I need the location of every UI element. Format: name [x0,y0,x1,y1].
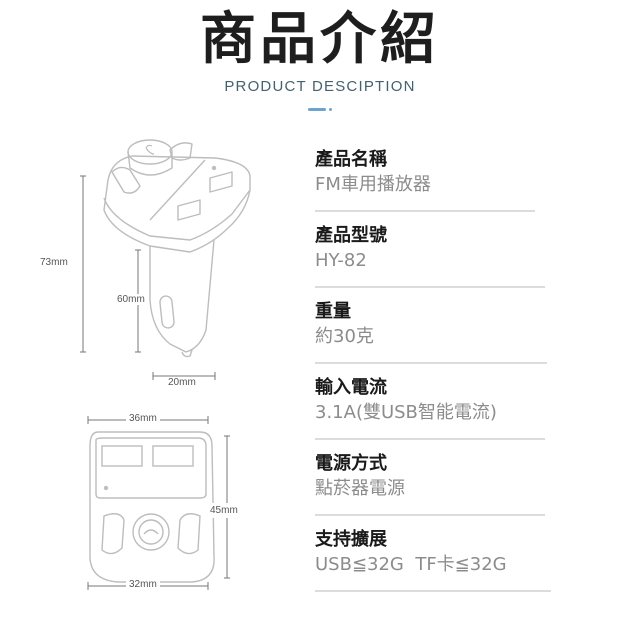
spec-item-name: 產品名稱 FM車用播放器 [315,148,545,224]
divider [315,362,547,364]
spec-value: 3.1A(雙USB智能電流) [315,402,497,423]
phone-button-icon-top [143,529,159,535]
phone-button-icon [145,144,155,155]
accent-bar [308,108,326,111]
page-title: 商品介紹 [200,7,440,72]
dim-plug-width: 20mm [168,377,196,388]
spec-label: 重量 [315,301,351,322]
spec-value: HY-82 [315,250,367,271]
divider [315,210,535,212]
spec-label: 電源方式 [315,453,387,474]
divider [315,438,545,440]
page-subtitle: PRODUCT DESCIPTION [224,78,416,95]
spec-item-power-source: 電源方式 點菸器電源 [315,452,545,528]
dim-top-width: 36mm [126,413,160,424]
spec-value: FM車用播放器 [315,174,431,195]
spec-item-input-current: 輸入電流 3.1A(雙USB智能電流) [315,376,545,452]
spec-item-model: 產品型號 HY-82 [315,224,545,300]
divider [315,514,545,516]
spec-value: 約30克 [315,326,374,347]
dim-top-height: 45mm [210,503,238,518]
divider [315,286,545,288]
usb-port-icon [209,171,233,193]
spec-label: 支持擴展 [315,529,387,550]
dim-bottom-width: 32mm [126,579,160,590]
spec-label: 輸入電流 [315,377,387,398]
dim-total-height: 73mm [38,257,70,268]
divider [315,590,551,592]
spec-value: USB≦32G TF卡≦32G [315,554,507,575]
spec-value: 點菸器電源 [315,478,405,499]
accent-dot [329,108,332,111]
dim-plug-height: 60mm [116,294,146,305]
spec-list: 產品名稱 FM車用播放器 產品型號 HY-82 重量 約30克 輸入電流 3.1… [315,148,551,604]
spec-label: 產品名稱 [315,149,387,170]
spec-item-expansion: 支持擴展 USB≦32G TF卡≦32G [315,528,551,604]
spec-label: 產品型號 [315,225,387,246]
spec-item-weight: 重量 約30克 [315,300,547,376]
